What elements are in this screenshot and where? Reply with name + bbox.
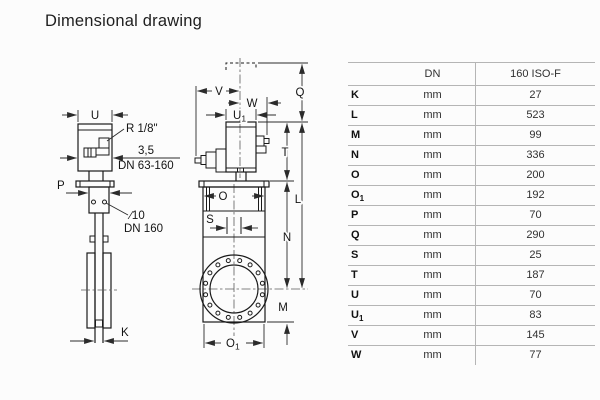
dim-label-s: S	[206, 214, 214, 226]
table-unit-cell: mm	[390, 285, 475, 305]
dim-label-thread: R 1/8"	[126, 123, 158, 135]
dim-label-hole-dia: ∕10	[127, 210, 145, 222]
table-value-cell: 290	[475, 225, 595, 245]
side-flange	[102, 252, 112, 329]
table-header-dn: DN	[390, 62, 475, 85]
table-value-cell: 192	[475, 185, 595, 205]
table-value-cell: 70	[475, 205, 595, 225]
table-unit-cell: mm	[390, 325, 475, 345]
table-unit-cell: mm	[390, 245, 475, 265]
flange-bolt-holes	[203, 258, 265, 320]
table-unit-cell: mm	[390, 345, 475, 365]
dim-label-u: U	[91, 110, 99, 122]
dim-label-hole-range: DN 160	[124, 223, 163, 235]
dim-label-gate-thickness: 3,5	[138, 145, 154, 157]
dim-label-m: M	[278, 302, 288, 314]
table-dim-cell: L	[348, 105, 390, 125]
table-value-cell: 83	[475, 305, 595, 325]
table-dim-cell: O	[348, 165, 390, 185]
table-dim-cell: O1	[348, 185, 390, 205]
dimension-table: DN 160 ISO-F K mm 27 L mm 523 M mm 99 N …	[348, 62, 595, 365]
table-unit-cell: mm	[390, 165, 475, 185]
dim-label-o1: O1	[226, 338, 240, 352]
dim-label-n: N	[283, 232, 291, 244]
table-unit-cell: mm	[390, 105, 475, 125]
table-dim-cell: T	[348, 265, 390, 285]
table-value-cell: 187	[475, 265, 595, 285]
dim-label-p: P	[57, 180, 65, 192]
table-dim-cell: U	[348, 285, 390, 305]
table-unit-cell: mm	[390, 265, 475, 285]
page-title: Dimensional drawing	[45, 12, 202, 30]
dim-label-u1: U1	[233, 110, 246, 124]
flange-outer-circle	[199, 254, 269, 324]
table-dim-cell: P	[348, 205, 390, 225]
table-value-cell: 336	[475, 145, 595, 165]
table-dim-cell: K	[348, 85, 390, 105]
front-body	[202, 186, 266, 323]
table-unit-cell: mm	[390, 185, 475, 205]
table-value-cell: 99	[475, 125, 595, 145]
dim-label-w: W	[247, 98, 258, 110]
table-value-cell: 70	[475, 285, 595, 305]
table-value-cell: 25	[475, 245, 595, 265]
table-unit-cell: mm	[390, 205, 475, 225]
table-value-cell: 145	[475, 325, 595, 345]
table-value-cell: 77	[475, 345, 595, 365]
table-unit-cell: mm	[390, 125, 475, 145]
dim-label-o: O	[219, 191, 228, 203]
side-bonnet-plate	[75, 180, 115, 188]
dim-label-gate-range: DN 63-160	[118, 160, 174, 172]
dim-label-q: Q	[296, 87, 305, 99]
dimensional-drawing: U R 1/8" 3,5 DN 63-160 P ∕10 DN 160 K	[57, 58, 308, 353]
table-unit-cell: mm	[390, 145, 475, 165]
bolt-hole	[91, 199, 96, 205]
table-unit-cell: mm	[390, 225, 475, 245]
table-header-size: 160 ISO-F	[475, 62, 595, 85]
table-dim-cell: N	[348, 145, 390, 165]
table-dim-cell: U1	[348, 305, 390, 325]
flange-bore-circle	[209, 264, 259, 314]
table-value-cell: 27	[475, 85, 595, 105]
dim-label-l: L	[295, 194, 302, 206]
side-fitting	[98, 137, 110, 149]
table-dim-cell: W	[348, 345, 390, 365]
table-dim-cell: Q	[348, 225, 390, 245]
dim-label-v: V	[215, 86, 223, 98]
table-header-empty	[348, 62, 390, 85]
air-connector	[255, 135, 265, 147]
bolt-hole	[102, 199, 107, 205]
table-dim-cell: S	[348, 245, 390, 265]
table-dim-cell: V	[348, 325, 390, 345]
front-cylinder	[225, 121, 257, 173]
solenoid-fitting	[215, 148, 227, 173]
table-unit-cell: mm	[390, 305, 475, 325]
open-position-outline	[225, 62, 257, 70]
side-body	[88, 186, 110, 214]
side-view: U R 1/8" 3,5 DN 63-160 P ∕10 DN 160 K	[57, 110, 180, 344]
table-value-cell: 200	[475, 165, 595, 185]
table-value-cell: 523	[475, 105, 595, 125]
front-view: V W U1 Q L T N M O S O1	[192, 58, 308, 353]
side-cylinder	[77, 123, 113, 172]
dim-label-t: T	[281, 147, 288, 159]
table-unit-cell: mm	[390, 85, 475, 105]
table-dim-cell: M	[348, 125, 390, 145]
side-flange	[86, 252, 96, 329]
dim-label-k: K	[121, 327, 129, 339]
